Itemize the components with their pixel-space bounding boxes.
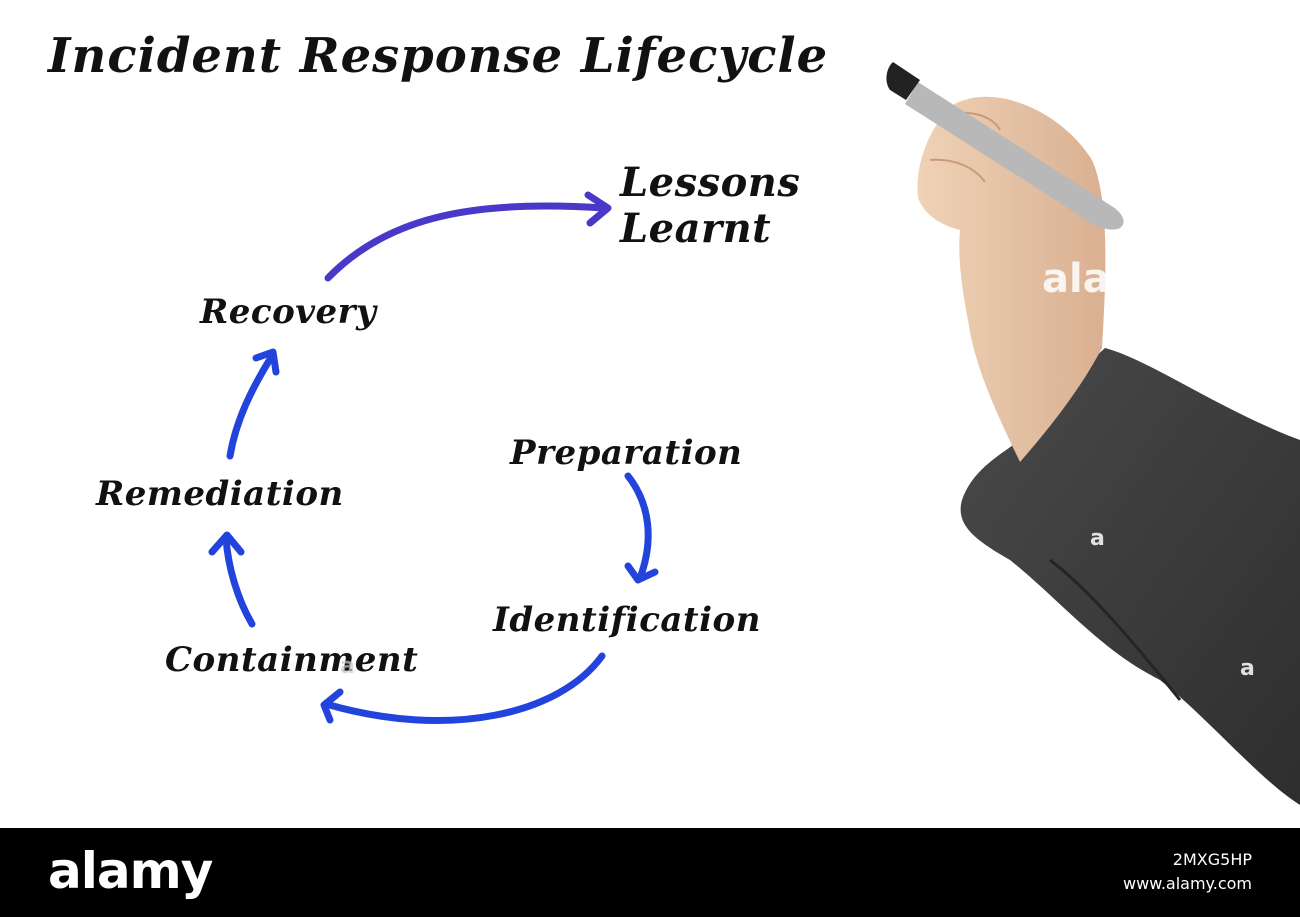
stage-containment: Containment	[165, 640, 419, 680]
stage-lessons-learnt: Lessons Learnt	[620, 159, 801, 252]
marker-cap	[886, 62, 920, 100]
marker-body	[905, 82, 1124, 230]
stage-recovery: Recovery	[200, 292, 377, 332]
illustration-layer	[208, 62, 1300, 805]
hand-illustration	[886, 62, 1300, 805]
watermark-text: ala	[1042, 256, 1110, 302]
stage-preparation: Preparation	[510, 433, 743, 473]
arrow-identification-to-containment	[320, 652, 606, 724]
stage-identification: Identification	[493, 600, 761, 640]
arrow-preparation-to-identification	[624, 472, 659, 584]
arrow-recovery-to-lessons	[324, 191, 612, 282]
image-id: 2MXG5HP	[1172, 850, 1252, 869]
stage-remediation: Remediation	[96, 474, 344, 514]
stock-footer-bar: alamy 2MXG5HP www.alamy.com	[0, 828, 1300, 917]
watermark-text: a	[340, 654, 355, 679]
sleeve	[960, 348, 1300, 805]
watermark-text: a	[1240, 656, 1255, 681]
brand-logo: alamy	[48, 842, 213, 900]
diagram-title: Incident Response Lifecycle	[48, 28, 829, 84]
arrow-containment-to-remediation	[208, 531, 256, 628]
arrow-remediation-to-recovery	[226, 348, 280, 460]
site-url: www.alamy.com	[1123, 874, 1252, 893]
watermark-text: a	[1090, 526, 1105, 551]
diagram-canvas: Incident Response Lifecycle Lessons Lear…	[48, 28, 1300, 805]
